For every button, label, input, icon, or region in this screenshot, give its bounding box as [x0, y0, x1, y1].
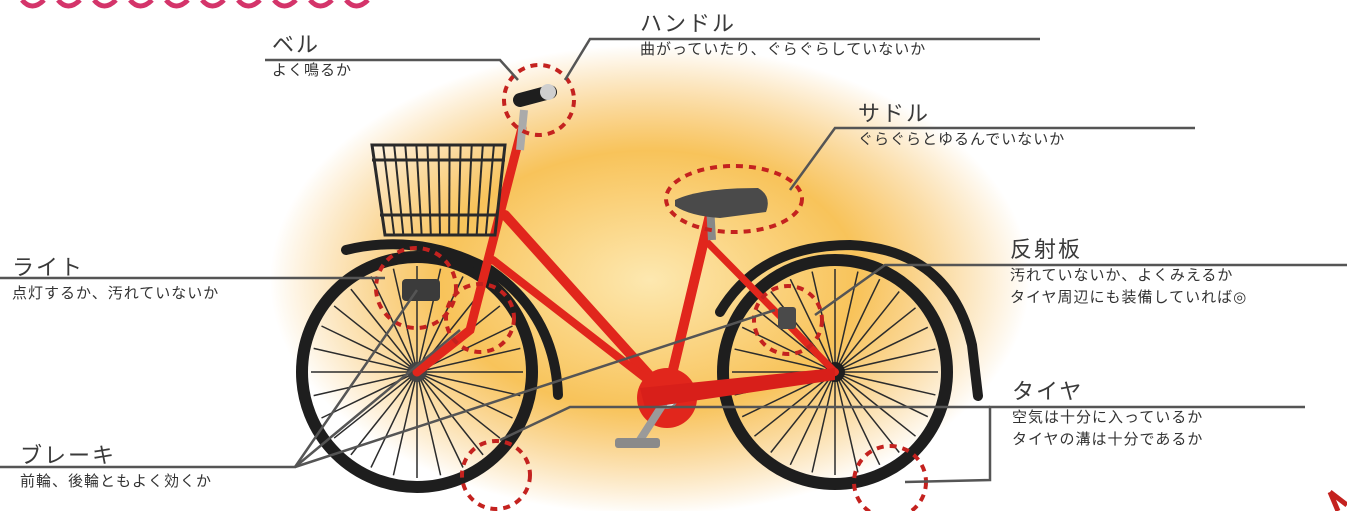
pedal — [615, 438, 660, 448]
callout-light-desc: 点灯するか、汚れていないか — [12, 282, 219, 304]
reflector — [778, 307, 796, 329]
callout-bell: ベル よく鳴るか — [272, 27, 352, 81]
callout-brake-title: ブレーキ — [20, 438, 212, 470]
callout-handle-desc: 曲がっていたり、ぐらぐらしていないか — [640, 38, 926, 60]
callout-handle-desc-line: 曲がっていたり、ぐらぐらしていないか — [640, 38, 926, 60]
grip — [540, 84, 556, 100]
callout-reflector-desc-line-1: 汚れていないか、よくみえるか — [1010, 264, 1247, 286]
callout-tire: タイヤ 空気は十分に入っているか タイヤの溝は十分であるか — [1012, 374, 1203, 450]
callout-tire-desc-line-1: 空気は十分に入っているか — [1012, 406, 1203, 428]
callout-light-title: ライト — [12, 250, 219, 282]
callout-brake-desc-line: 前輪、後輪ともよく効くか — [20, 470, 212, 492]
callout-tire-desc: 空気は十分に入っているか タイヤの溝は十分であるか — [1012, 406, 1203, 450]
callout-saddle-desc: ぐらぐらとゆるんでいないか — [858, 128, 1065, 150]
page-corner-mark — [1330, 492, 1347, 511]
callout-bell-desc: よく鳴るか — [272, 59, 352, 81]
callout-saddle: サドル ぐらぐらとゆるんでいないか — [858, 96, 1065, 150]
callout-tire-desc-line-2: タイヤの溝は十分であるか — [1012, 428, 1203, 450]
decorative-header-fragment — [22, 0, 368, 6]
callout-saddle-title: サドル — [858, 96, 1065, 128]
callout-handle-title: ハンドル — [640, 6, 926, 38]
callout-brake-desc: 前輪、後輪ともよく効くか — [20, 470, 212, 492]
callout-bell-desc-line: よく鳴るか — [272, 59, 352, 81]
callout-tire-title: タイヤ — [1012, 374, 1203, 406]
callout-brake: ブレーキ 前輪、後輪ともよく効くか — [20, 438, 212, 492]
callout-light-desc-line: 点灯するか、汚れていないか — [12, 282, 219, 304]
front-light — [402, 279, 440, 301]
callout-handle: ハンドル 曲がっていたり、ぐらぐらしていないか — [640, 6, 926, 60]
callout-reflector-desc-line-2: タイヤ周辺にも装備していれば◎ — [1010, 286, 1247, 308]
callout-reflector-title: 反射板 — [1010, 232, 1247, 264]
callout-bell-title: ベル — [272, 27, 352, 59]
callout-light: ライト 点灯するか、汚れていないか — [12, 250, 219, 304]
callout-reflector: 反射板 汚れていないか、よくみえるか タイヤ周辺にも装備していれば◎ — [1010, 232, 1247, 308]
callout-saddle-desc-line: ぐらぐらとゆるんでいないか — [858, 128, 1065, 150]
callout-reflector-desc: 汚れていないか、よくみえるか タイヤ周辺にも装備していれば◎ — [1010, 264, 1247, 308]
